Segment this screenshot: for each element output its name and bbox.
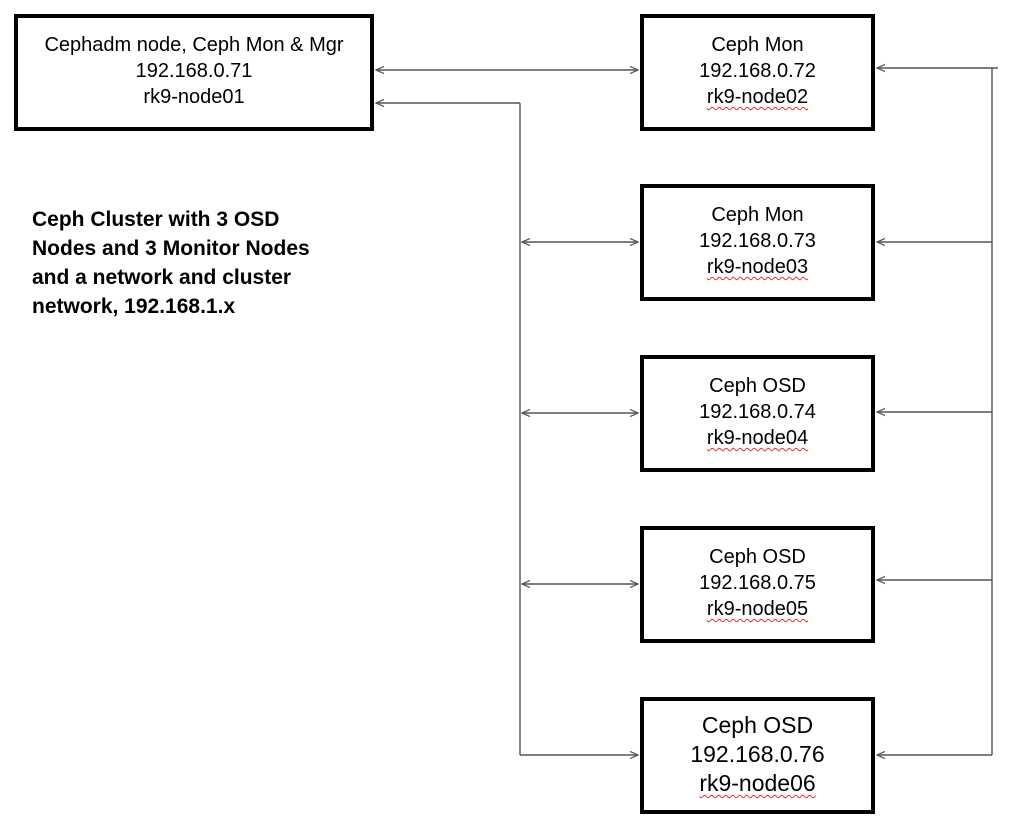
node-hostname: rk9-node03 — [706, 256, 809, 278]
node-ip: 192.168.0.73 — [699, 230, 816, 252]
node-ip: 192.168.0.76 — [690, 741, 825, 767]
node-ip: 192.168.0.74 — [699, 401, 816, 423]
caption-line: Ceph Cluster with 3 OSD — [32, 208, 280, 231]
node-rk9-node06: Ceph OSD 192.168.0.76 rk9-node06 — [640, 697, 875, 814]
node-rk9-node05: Ceph OSD 192.168.0.75 rk9-node05 — [640, 526, 875, 643]
caption-line: Nodes and 3 Monitor Nodes — [32, 237, 310, 260]
node-rk9-node01: Cephadm node, Ceph Mon & Mgr 192.168.0.7… — [14, 14, 374, 131]
node-hostname: rk9-node05 — [706, 598, 809, 620]
node-hostname: rk9-node04 — [706, 427, 809, 449]
node-hostname: rk9-node06 — [699, 770, 816, 796]
diagram-caption: Ceph Cluster with 3 OSD Nodes and 3 Moni… — [32, 205, 392, 321]
node-role: Ceph Mon — [711, 34, 804, 56]
node-hostname: rk9-node01 — [143, 86, 245, 108]
node-role: Ceph Mon — [711, 204, 804, 226]
node-hostname: rk9-node02 — [706, 86, 809, 108]
node-role: Cephadm node, Ceph Mon & Mgr — [44, 34, 344, 56]
node-rk9-node04: Ceph OSD 192.168.0.74 rk9-node04 — [640, 355, 875, 472]
node-role: Ceph OSD — [709, 546, 806, 568]
node-rk9-node03: Ceph Mon 192.168.0.73 rk9-node03 — [640, 184, 875, 301]
node-ip: 192.168.0.75 — [699, 572, 816, 594]
caption-line: and a network and cluster — [32, 266, 292, 289]
caption-line: network, 192.168.1.x — [32, 295, 236, 318]
node-role: Ceph OSD — [701, 712, 814, 738]
node-ip: 192.168.0.71 — [135, 60, 253, 82]
node-rk9-node02: Ceph Mon 192.168.0.72 rk9-node02 — [640, 14, 875, 131]
node-ip: 192.168.0.72 — [699, 60, 816, 82]
node-role: Ceph OSD — [709, 375, 806, 397]
